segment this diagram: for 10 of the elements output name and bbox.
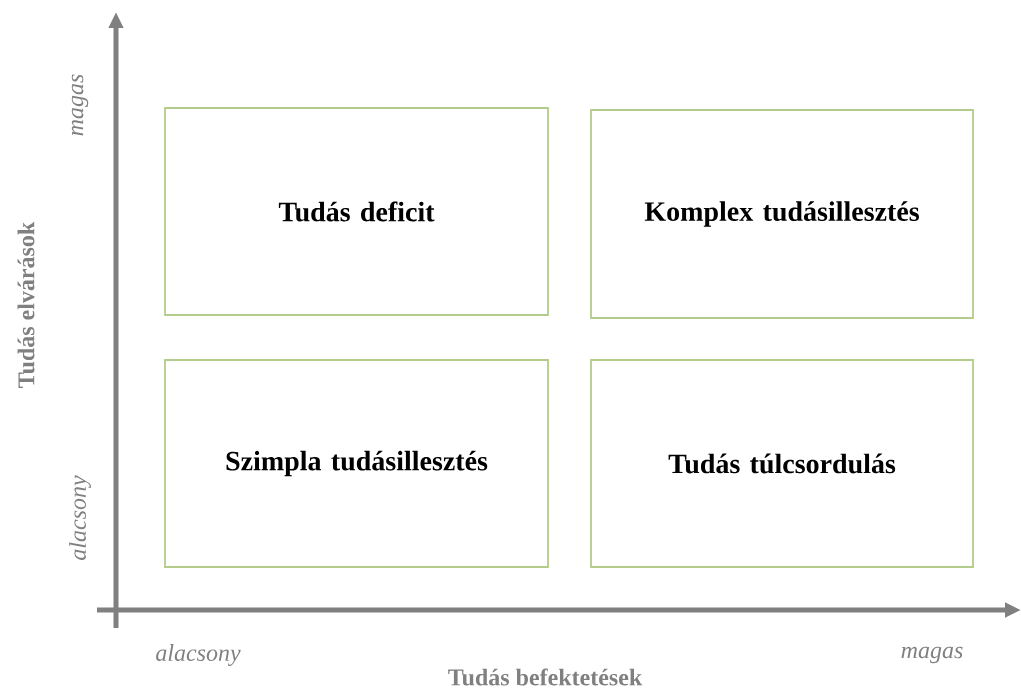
axis-tick-label: alacsony [69,475,91,560]
axis-tick-label: magas [901,646,963,664]
quadrant-box: Tudás túlcsordulás [590,359,974,568]
quadrant-box: Tudás deficit [164,107,549,316]
axis-tick-label: alacsony [156,644,241,666]
axis-title: Tudás elvárások [17,221,35,388]
quadrant-box: Szimpla tudásillesztés [164,359,549,568]
axis-title: Tudás befektetések [448,668,643,686]
quadrant-box: Komplex tudásillesztés [590,109,974,319]
axis-tick-label: magas [71,74,89,136]
